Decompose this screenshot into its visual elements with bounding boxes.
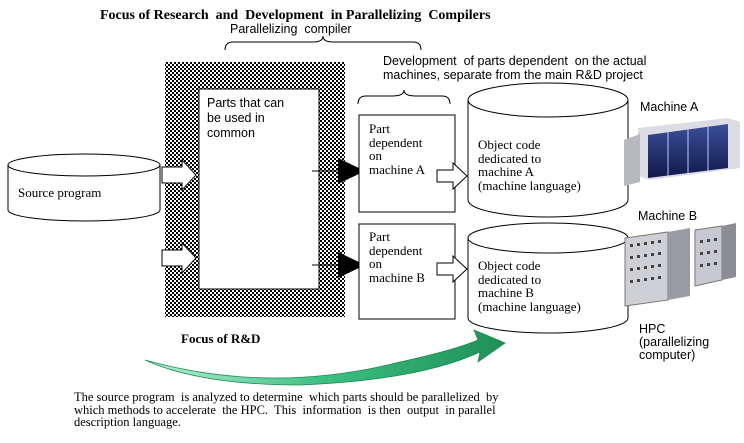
focus-label: Focus of R&D [181, 331, 261, 346]
object-code-a-label: Object code dedicated to machine A (mach… [478, 137, 581, 193]
common-parts-label: Parts that can be used in common [207, 96, 285, 140]
diagram-title: Focus of Research and Development in Par… [100, 8, 491, 23]
compiler-label: Parallelizing compiler [230, 22, 352, 36]
arrow-to-part-b [312, 252, 365, 278]
caption: The source program is analyzed to determ… [74, 390, 499, 429]
output-arrow-b [436, 254, 468, 284]
object-code-b-cylinder [467, 222, 629, 334]
input-arrow-upper [161, 158, 197, 192]
input-arrow-lower [161, 241, 197, 275]
part-a-box [358, 114, 456, 213]
source-program-label: Source program [18, 185, 102, 200]
cluster-computer-icon [624, 223, 736, 307]
machine-a-label: Machine A [640, 100, 699, 114]
object-code-b-label: Object code dedicated to machine B (mach… [478, 258, 581, 314]
dev-brace [357, 89, 451, 105]
common-parts-box [198, 88, 320, 290]
hpc-label: HPC (parallelizing computer) [639, 322, 710, 363]
focus-arrow [144, 329, 506, 386]
supercomputer-icon [624, 118, 740, 186]
dev-note: Development of parts dependent on the ac… [383, 54, 647, 82]
machine-b-label: Machine B [638, 209, 698, 223]
part-b-label: Part dependent on machine B [369, 229, 425, 285]
compiler-brace [224, 35, 422, 51]
source-program-cylinder [7, 153, 161, 222]
part-a-label: Part dependent on machine A [369, 121, 425, 177]
object-code-a-cylinder [467, 82, 629, 218]
compiler-frame [165, 62, 345, 317]
arrow-to-part-a [312, 158, 365, 184]
output-arrow-a [436, 161, 468, 191]
